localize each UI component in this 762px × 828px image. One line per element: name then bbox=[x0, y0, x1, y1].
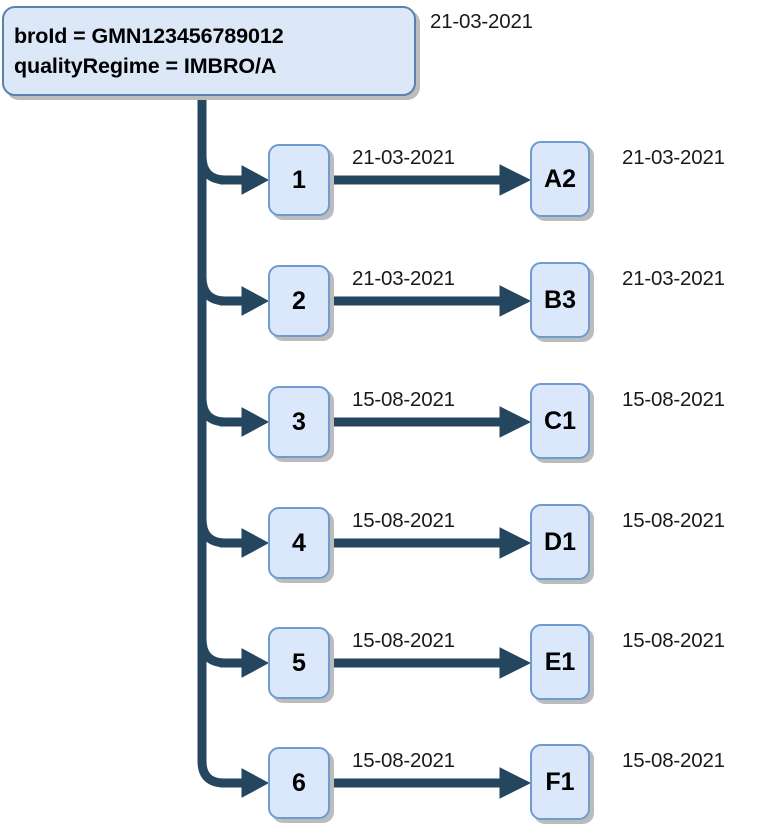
measuring-point-node-1[interactable]: 1 bbox=[268, 144, 330, 216]
node-date-label-A2: 21-03-2021 bbox=[622, 146, 725, 169]
monitoring-tube-node-B3[interactable]: B3 bbox=[530, 262, 590, 338]
node-date-label-F1: 15-08-2021 bbox=[622, 749, 725, 772]
node-label: C1 bbox=[544, 406, 576, 435]
monitoring-tube-node-F1[interactable]: F1 bbox=[530, 744, 590, 820]
node-label: 1 bbox=[292, 165, 306, 194]
root-date-label: 21-03-2021 bbox=[430, 10, 533, 33]
node-label: 3 bbox=[292, 407, 306, 436]
root-qualityregime-text: qualityRegime = IMBRO/A bbox=[14, 54, 277, 78]
edge-date-label-3: 15-08-2021 bbox=[352, 388, 455, 411]
node-date-label-B3: 21-03-2021 bbox=[622, 267, 725, 290]
root-node-box[interactable]: broId = GMN123456789012 qualityRegime = … bbox=[2, 6, 416, 96]
node-date-label-C1: 15-08-2021 bbox=[622, 388, 725, 411]
node-label: F1 bbox=[545, 767, 575, 796]
node-date-label-D1: 15-08-2021 bbox=[622, 509, 725, 532]
root-broid-text: broId = GMN123456789012 bbox=[14, 24, 284, 48]
monitoring-tube-node-E1[interactable]: E1 bbox=[530, 624, 590, 700]
node-label: D1 bbox=[544, 527, 576, 556]
measuring-point-node-5[interactable]: 5 bbox=[268, 627, 330, 699]
node-date-label-E1: 15-08-2021 bbox=[622, 629, 725, 652]
measuring-point-node-2[interactable]: 2 bbox=[268, 265, 330, 337]
measuring-point-node-6[interactable]: 6 bbox=[268, 747, 330, 819]
measuring-point-node-4[interactable]: 4 bbox=[268, 507, 330, 579]
edge-date-label-5: 15-08-2021 bbox=[352, 629, 455, 652]
measuring-point-node-3[interactable]: 3 bbox=[268, 386, 330, 458]
node-label: B3 bbox=[544, 285, 576, 314]
node-label: 4 bbox=[292, 528, 306, 557]
edge-date-label-6: 15-08-2021 bbox=[352, 749, 455, 772]
monitoring-tube-node-D1[interactable]: D1 bbox=[530, 504, 590, 580]
node-label: E1 bbox=[544, 647, 576, 676]
monitoring-tube-node-A2[interactable]: A2 bbox=[530, 141, 590, 217]
node-label: A2 bbox=[544, 164, 576, 193]
edge-date-label-1: 21-03-2021 bbox=[352, 146, 455, 169]
monitoring-tube-node-C1[interactable]: C1 bbox=[530, 383, 590, 459]
edge-date-label-2: 21-03-2021 bbox=[352, 267, 455, 290]
node-label: 2 bbox=[292, 286, 306, 315]
node-label: 6 bbox=[292, 768, 306, 797]
edge-date-label-4: 15-08-2021 bbox=[352, 509, 455, 532]
node-label: 5 bbox=[292, 648, 306, 677]
